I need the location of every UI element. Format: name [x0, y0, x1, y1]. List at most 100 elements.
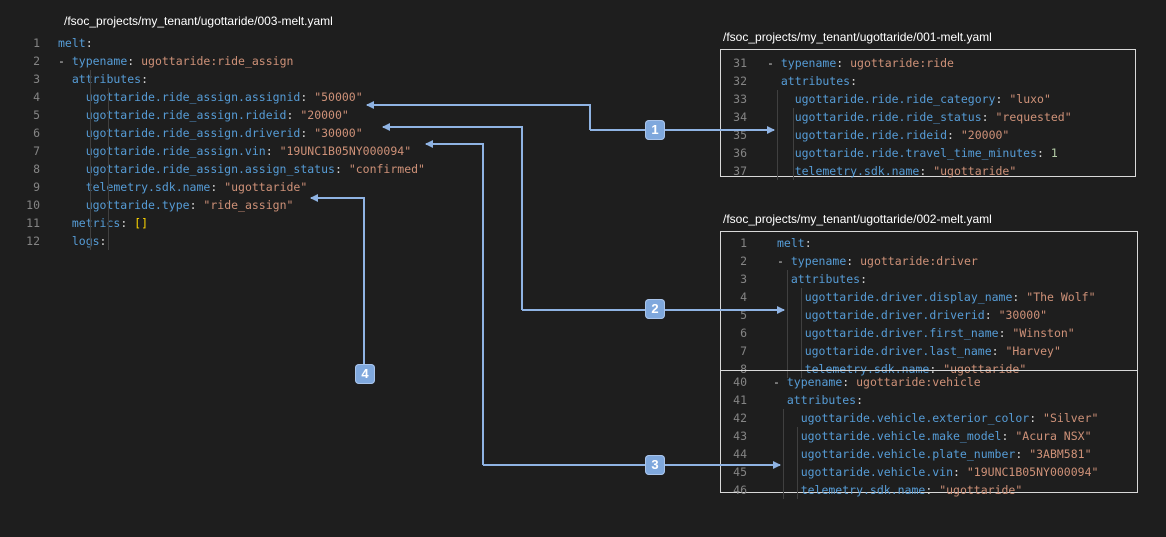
code-token: :	[1015, 447, 1030, 461]
arrow-1-to-rideid-main	[366, 101, 591, 130]
code-token: :	[804, 236, 812, 250]
code-token: ugottaride.vehicle.vin	[773, 465, 954, 479]
code-token: melt	[58, 36, 86, 50]
code-token: :	[925, 483, 940, 497]
line-number: 34	[733, 110, 747, 124]
code-token: melt	[777, 236, 805, 250]
code-line: 12 logs:	[18, 232, 106, 250]
indent-guide	[90, 70, 91, 250]
line-number: 42	[733, 411, 747, 425]
line-number: 41	[733, 393, 747, 407]
code-token: telemetry.sdk.name	[58, 180, 211, 194]
code-line: 4 ugottaride.ride_assign.assignid: "5000…	[18, 88, 363, 106]
code-token: "30000"	[314, 126, 363, 140]
line-number: 7	[33, 144, 40, 158]
indent-guide	[793, 108, 794, 180]
line-number: 32	[733, 74, 747, 88]
code-token: telemetry.sdk.name	[767, 164, 920, 178]
line-number: 12	[26, 234, 40, 248]
code-token: "20000"	[960, 128, 1010, 142]
code-line: 5 ugottaride.driver.driverid: "30000"	[727, 306, 1047, 324]
code-token: logs	[58, 234, 100, 248]
code-token: ugottaride.ride_assign.assign_status	[58, 162, 335, 176]
code-token: "30000"	[998, 308, 1048, 322]
code-token: "50000"	[314, 90, 363, 104]
code-token: :	[1012, 290, 1027, 304]
code-token: ugottaride.ride_assign.driverid	[58, 126, 301, 140]
code-token: ugottaride.ride.travel_time_minutes	[767, 146, 1038, 160]
code-line: 46 telemetry.sdk.name: "ugottaride"	[727, 481, 1022, 499]
code-line: 9 telemetry.sdk.name: "ugottaride"	[18, 178, 307, 196]
line-number: 31	[733, 56, 747, 70]
code-line: 2- typename: ugottaride:ride_assign	[18, 52, 293, 70]
code-line: 8 ugottaride.ride_assign.assign_status: …	[18, 160, 425, 178]
code-token: :	[85, 36, 93, 50]
line-number: 6	[33, 126, 40, 140]
code-token: :	[300, 90, 315, 104]
code-token: ugottaride:vehicle	[856, 375, 981, 389]
code-line: 31- typename: ugottaride:ride	[727, 54, 954, 72]
code-token: ugottaride.ride.ride_category	[767, 92, 996, 106]
badge-4: 4	[355, 364, 375, 384]
line-number: 10	[26, 198, 40, 212]
code-token: ugottaride:ride_assign	[141, 54, 294, 68]
line-number: 36	[733, 146, 747, 160]
code-token: ugottaride.driver.last_name	[777, 344, 992, 358]
code-token: typename	[790, 254, 847, 268]
ride-file-path: /fsoc_projects/my_tenant/ugottaride/001-…	[723, 30, 992, 44]
code-line: 2- typename: ugottaride:driver	[727, 252, 978, 270]
code-line: 40- typename: ugottaride:vehicle	[727, 373, 981, 391]
line-number: 44	[733, 447, 747, 461]
code-token: :	[846, 254, 861, 268]
code-token: :	[919, 164, 934, 178]
code-token: :	[947, 128, 961, 142]
indent-guide	[108, 88, 109, 250]
code-token: telemetry.sdk.name	[773, 483, 926, 497]
code-token: typename	[71, 54, 128, 68]
code-line: 36 ugottaride.ride.travel_time_minutes: …	[727, 144, 1058, 162]
code-line: 6 ugottaride.ride_assign.driverid: "3000…	[18, 124, 363, 142]
code-line: 33 ugottaride.ride.ride_category: "luxo"	[727, 90, 1051, 108]
badge-3: 3	[645, 455, 665, 475]
code-token: ugottaride.driver.display_name	[777, 290, 1013, 304]
code-token: :	[998, 326, 1013, 340]
arrow-2-to-driverid-main	[382, 123, 523, 310]
code-line: 7 ugottaride.ride_assign.vin: "19UNC1B05…	[18, 142, 411, 160]
badge-2: 2	[645, 299, 665, 319]
code-token: "ugottaride"	[939, 483, 1023, 497]
code-token: "The Wolf"	[1026, 290, 1096, 304]
code-line: 7 ugottaride.driver.last_name: "Harvey"	[727, 342, 1061, 360]
code-token: :	[99, 234, 107, 248]
code-token: :	[334, 162, 349, 176]
code-token: 1	[1050, 146, 1058, 160]
code-token: ugottaride.ride.ride_status	[767, 110, 982, 124]
code-token: "Winston"	[1012, 326, 1075, 340]
code-token: attributes	[767, 74, 851, 88]
line-number: 5	[33, 108, 40, 122]
code-token: :	[189, 198, 204, 212]
code-token: ugottaride.vehicle.exterior_color	[773, 411, 1030, 425]
code-token: "3ABM581"	[1029, 447, 1092, 461]
code-line: 32 attributes:	[727, 72, 857, 90]
code-token: ugottaride.ride_assign.rideid	[58, 108, 287, 122]
code-line: 8 telemetry.sdk.name: "ugottaride"	[727, 360, 1026, 378]
code-token: attributes	[58, 72, 142, 86]
code-line: 3 attributes:	[18, 70, 148, 88]
code-token: :	[860, 272, 868, 286]
line-number: 46	[733, 483, 747, 497]
code-token: :	[991, 344, 1006, 358]
line-number: 1	[740, 236, 747, 250]
code-token: telemetry.sdk.name	[777, 362, 930, 376]
code-token: :	[1037, 146, 1051, 160]
code-line: 37 telemetry.sdk.name: "ugottaride"	[727, 162, 1016, 180]
code-token: ugottaride.ride.rideid	[767, 128, 948, 142]
code-line: 3 attributes:	[727, 270, 867, 288]
code-token: -	[773, 375, 787, 389]
